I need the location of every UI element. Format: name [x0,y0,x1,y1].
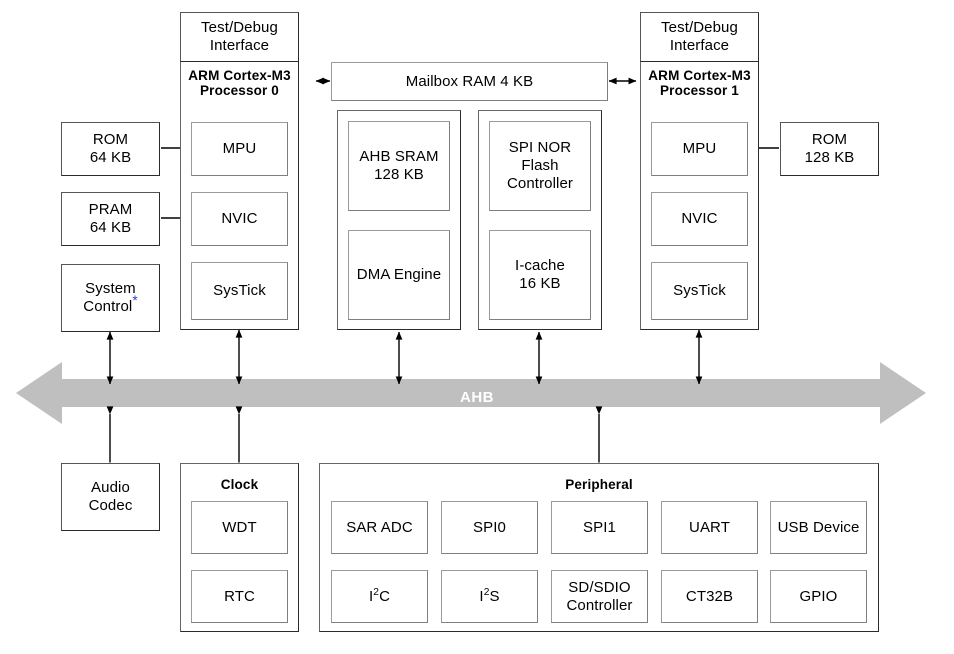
processor0-test-debug-interface[interactable]: Test/Debug Interface [180,12,299,62]
rom-128kb-line2: 128 KB [804,149,855,166]
sd-sdio-line2: Controller [566,596,633,614]
i-cache-block[interactable]: I-cache 16 KB [489,230,591,320]
uart-label: UART [689,518,730,536]
gpio-block[interactable]: GPIO [770,570,867,623]
processor1-test-debug-interface[interactable]: Test/Debug Interface [640,12,759,62]
rom-64kb-line2: 64 KB [89,149,132,166]
clock-group-title: Clock [220,477,259,492]
rtc-block[interactable]: RTC [191,570,288,623]
i2s-suffix: S [489,587,500,605]
ahb-sram-line2: 128 KB [374,166,424,183]
processor0-nvic-label: NVIC [221,210,258,228]
ahb-bus-shape [16,362,926,424]
spi1-block[interactable]: SPI1 [551,501,648,554]
ct32b-label: CT32B [685,587,734,605]
rom-64kb-line1: ROM [92,131,129,149]
spi-nor-line3: Controller [506,174,574,192]
processor0-mpu-label: MPU [222,140,257,158]
i2c-block[interactable]: I2C [331,570,428,623]
i2c-suffix: C [379,587,390,605]
sar-adc-block[interactable]: SAR ADC [331,501,428,554]
dma-engine-block[interactable]: DMA Engine [348,230,450,320]
pram-64kb-line2: 64 KB [89,219,132,236]
processor1-debug-line2: Interface [669,37,730,54]
system-control-line2: Control [83,298,133,315]
processor0-name-line2: Processor 0 [200,83,279,98]
processor1-nvic-label: NVIC [681,210,718,228]
peripheral-group-title: Peripheral [565,477,633,492]
i2c-prefix: I [369,587,374,605]
processor1-nvic-block[interactable]: NVIC [651,192,748,246]
mailbox-ram-label: Mailbox RAM 4 KB [405,72,534,90]
spi0-label: SPI0 [473,518,506,536]
processor1-debug-line1: Test/Debug [661,19,738,37]
processor0-nvic-block[interactable]: NVIC [191,192,288,246]
mailbox-ram-block[interactable]: Mailbox RAM 4 KB [331,62,608,101]
processor1-name-line1: ARM Cortex-M3 [648,68,751,83]
processor1-mpu-label: MPU [682,140,717,158]
rom-128kb-line1: ROM [811,131,848,149]
wdt-label: WDT [222,518,257,536]
processor0-debug-line2: Interface [209,37,270,54]
processor1-title: ARM Cortex-M3 Processor 1 [640,68,759,98]
ct32b-block[interactable]: CT32B [661,570,758,623]
rtc-label: RTC [224,587,255,605]
spi-nor-line2: Flash [521,157,559,175]
rom-64kb-block[interactable]: ROM 64 KB [61,122,160,176]
dma-engine-label: DMA Engine [356,266,442,284]
i2s-prefix: I [479,587,484,605]
i2s-block[interactable]: I2S [441,570,538,623]
gpio-label: GPIO [799,587,838,605]
usb-device-label: USB Device [777,518,860,536]
i-cache-line1: I-cache [515,257,565,275]
processor0-mpu-block[interactable]: MPU [191,122,288,176]
spi-nor-flash-controller-block[interactable]: SPI NOR Flash Controller [489,121,591,211]
i2s-superscript: 2 [483,586,490,598]
processor1-systick-block[interactable]: SysTick [651,262,748,320]
processor0-debug-line1: Test/Debug [201,19,278,37]
processor1-systick-label: SysTick [673,282,726,300]
processor1-mpu-block[interactable]: MPU [651,122,748,176]
processor0-systick-label: SysTick [213,282,266,300]
i-cache-line2: 16 KB [519,275,561,292]
ahb-bus-arrow [16,358,926,428]
processor0-systick-block[interactable]: SysTick [191,262,288,320]
ahb-sram-line1: AHB SRAM [359,148,439,166]
uart-block[interactable]: UART [661,501,758,554]
sar-adc-label: SAR ADC [346,518,413,536]
ahb-sram-block[interactable]: AHB SRAM 128 KB [348,121,450,211]
pram-64kb-block[interactable]: PRAM 64 KB [61,192,160,246]
usb-device-block[interactable]: USB Device [770,501,867,554]
audio-codec-line1: Audio [91,479,130,497]
processor1-name-line2: Processor 1 [660,83,739,98]
processor0-name-line1: ARM Cortex-M3 [188,68,291,83]
system-control-block[interactable]: System Control* [61,264,160,332]
sd-sdio-line1: SD/SDIO [568,578,631,596]
audio-codec-line2: Codec [88,497,133,514]
spi-nor-line1: SPI NOR [508,139,572,157]
wdt-block[interactable]: WDT [191,501,288,554]
i2c-superscript: 2 [373,586,380,598]
sd-sdio-controller-block[interactable]: SD/SDIO Controller [551,570,648,623]
spi0-block[interactable]: SPI0 [441,501,538,554]
spi1-label: SPI1 [583,518,616,536]
footnote-asterisk: * [132,293,138,308]
audio-codec-block[interactable]: Audio Codec [61,463,160,531]
rom-128kb-block[interactable]: ROM 128 KB [780,122,879,176]
system-control-line1: System [85,280,136,298]
processor0-title: ARM Cortex-M3 Processor 0 [180,68,299,98]
pram-64kb-line1: PRAM [88,201,133,219]
